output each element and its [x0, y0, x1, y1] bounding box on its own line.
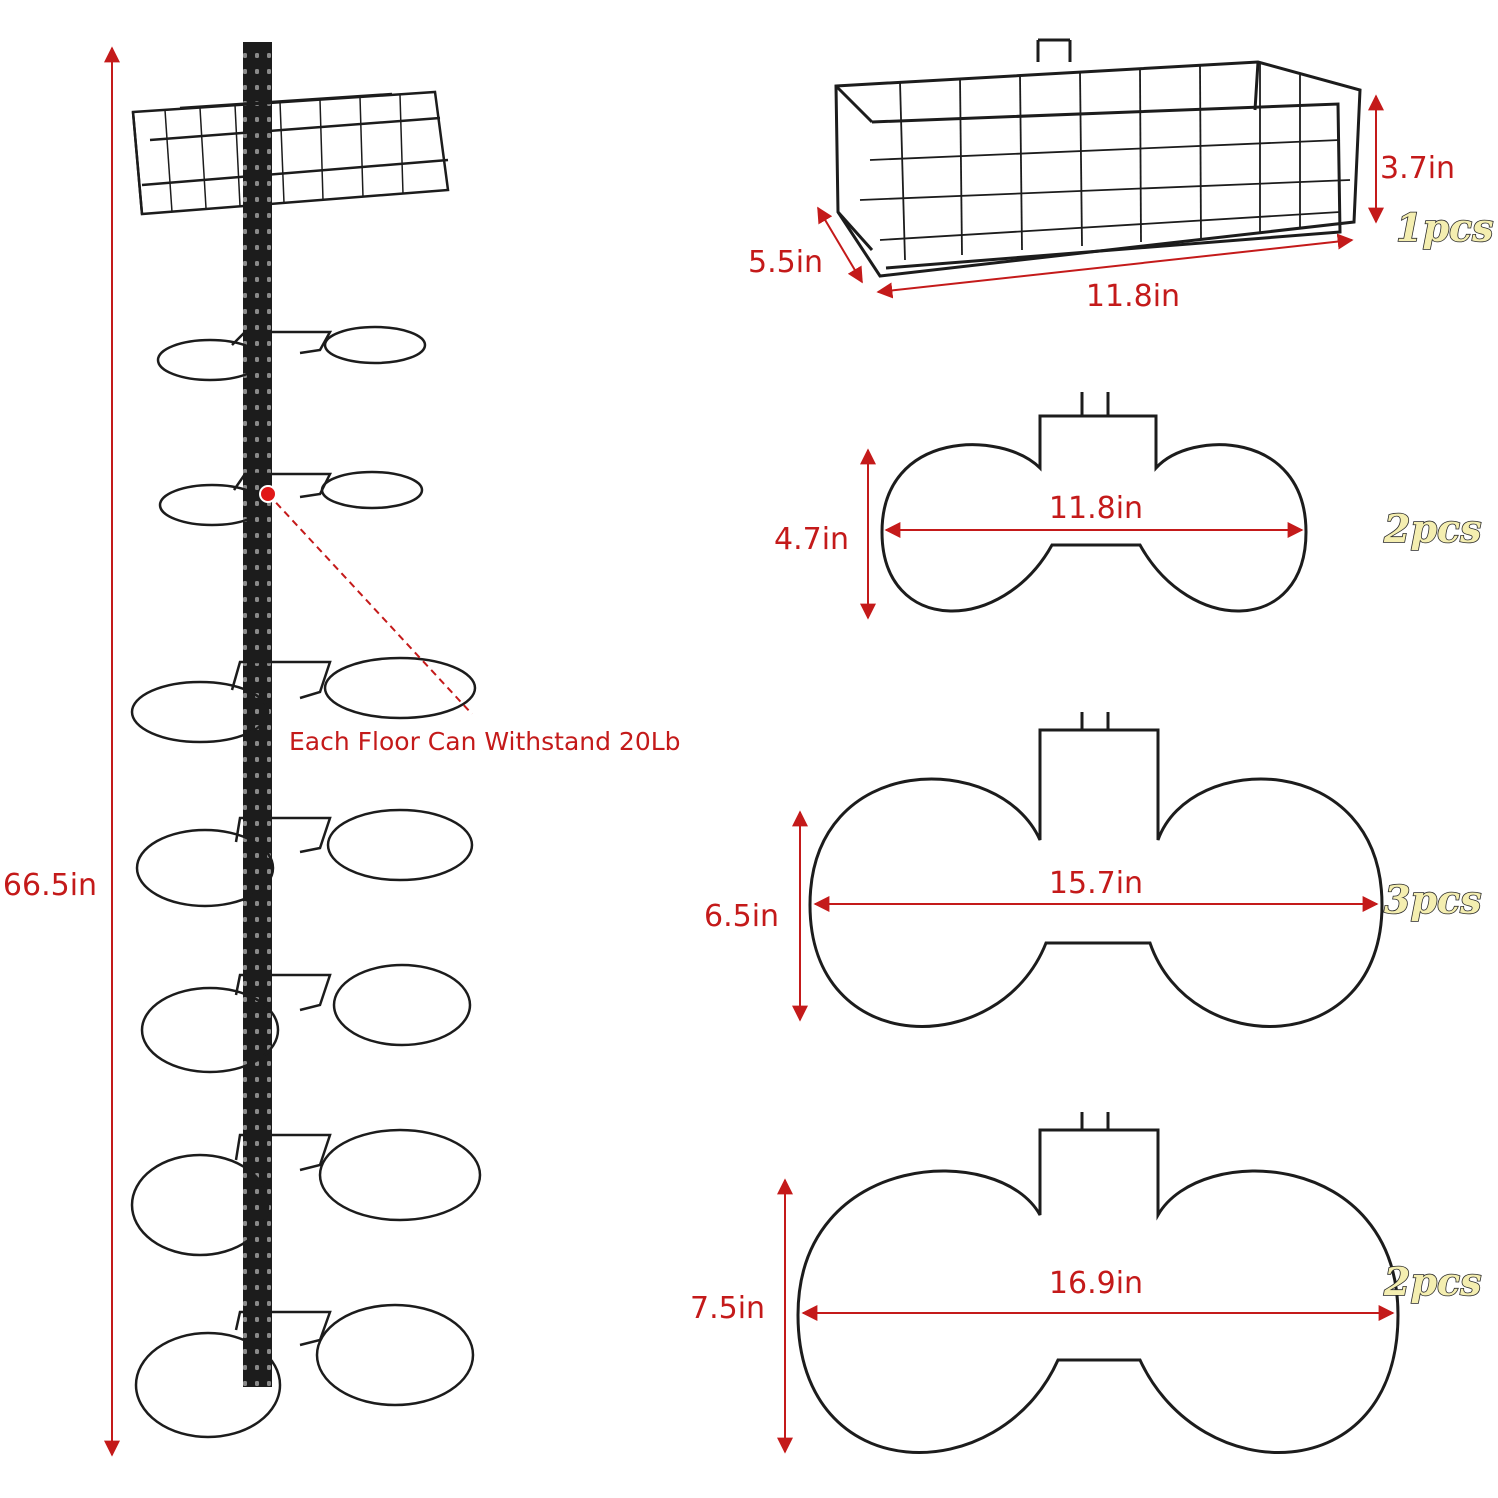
holder-large-height-label: 7.5in	[690, 1291, 765, 1326]
holder-medium-height-label: 6.5in	[704, 899, 779, 934]
holder-large-quantity: 2pcs	[1383, 1259, 1482, 1304]
tower-ring-5	[140, 963, 472, 1074]
basket-depth-label: 5.5in	[748, 245, 823, 280]
holder-medium-width-label: 15.7in	[1049, 866, 1143, 901]
tower-ring-3	[130, 656, 477, 744]
holder-small-height-dimension: 4.7in	[774, 448, 876, 620]
holder-medium-quantity: 3pcs	[1384, 877, 1482, 922]
tower-ring-2	[158, 470, 424, 527]
holder-medium: 15.7in 6.5in 3pcs	[704, 712, 1482, 1028]
holder-large: 16.9in 7.5in 2pcs	[690, 1112, 1482, 1454]
load-callout: Each Floor Can Withstand 20Lb	[259, 485, 681, 756]
holder-medium-hook	[1080, 712, 1110, 730]
basket-detail: 3.7in 5.5in 11.8in 1pcs	[748, 38, 1494, 314]
basket-width-label: 11.8in	[1086, 279, 1180, 314]
overall-height-label: 66.5in	[3, 868, 97, 903]
tower-basket	[131, 90, 450, 216]
holder-large-outline	[796, 1128, 1400, 1454]
tower-ring-4	[135, 808, 474, 908]
basket-height-label: 3.7in	[1380, 151, 1455, 186]
basket-quantity: 1pcs	[1396, 205, 1494, 250]
basket-width-dimension: 11.8in	[876, 233, 1354, 314]
overall-height-dimension: 66.5in	[2, 46, 120, 1457]
tower-holder-rings	[130, 325, 482, 1439]
holder-large-width-dimension: 16.9in	[801, 1266, 1395, 1321]
holder-small-width-dimension: 11.8in	[884, 491, 1304, 538]
holder-small: 11.8in 4.7in 2pcs	[774, 392, 1482, 620]
tower-ring-6	[130, 1128, 482, 1257]
basket-drawing	[834, 38, 1362, 278]
holder-small-height-label: 4.7in	[774, 522, 849, 557]
holder-medium-height-dimension: 6.5in	[704, 810, 808, 1022]
holder-small-outline	[880, 414, 1308, 613]
holder-small-quantity: 2pcs	[1383, 506, 1482, 551]
basket-depth-dimension: 5.5in	[748, 206, 863, 284]
assembled-rack: 66.5in	[2, 42, 681, 1457]
holder-small-hook	[1080, 392, 1110, 416]
holder-large-width-label: 16.9in	[1049, 1266, 1143, 1301]
basket-height-dimension: 3.7in	[1368, 94, 1455, 224]
holder-small-width-label: 11.8in	[1049, 491, 1143, 526]
load-capacity-note: Each Floor Can Withstand 20Lb	[289, 727, 681, 756]
holder-medium-outline	[808, 728, 1384, 1028]
tower-ring-1	[156, 325, 427, 382]
holder-large-hook	[1080, 1112, 1110, 1130]
tower-ring-7	[134, 1303, 475, 1439]
holder-large-height-dimension: 7.5in	[690, 1178, 793, 1454]
holder-medium-width-dimension: 15.7in	[813, 866, 1379, 912]
